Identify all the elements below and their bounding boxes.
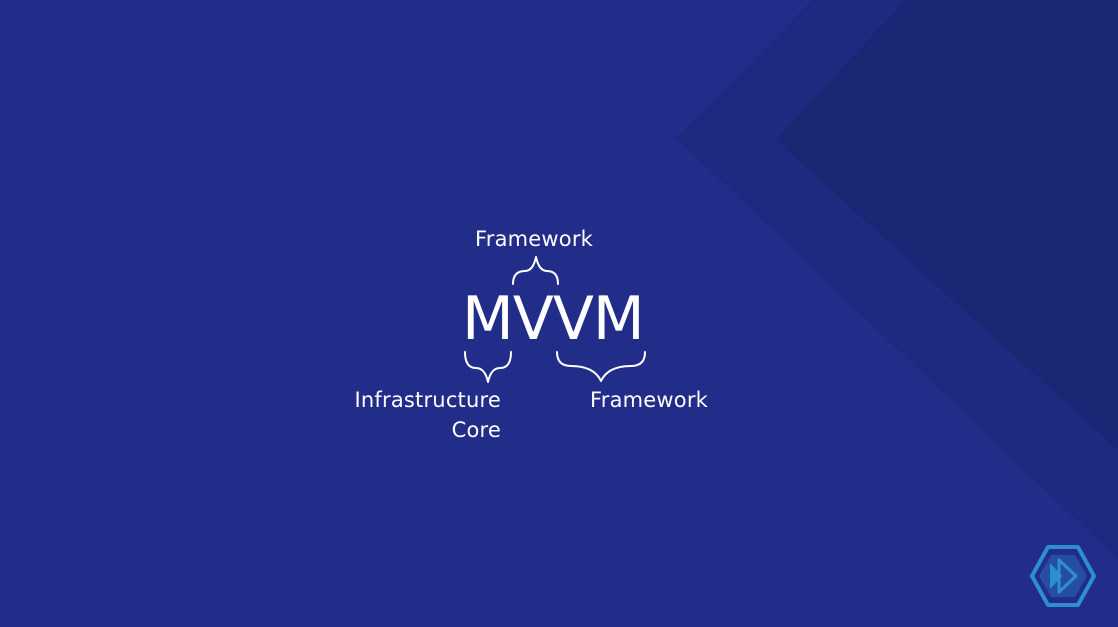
hexagon-play-icon <box>1030 545 1096 607</box>
acronym-title: MVVM <box>462 284 645 354</box>
bottom-left-label-line-2: Core <box>451 418 501 442</box>
bottom-left-label-line-1: Infrastructure <box>354 388 501 412</box>
top-annotation-label: Framework <box>475 227 594 251</box>
bottom-right-annotation-label: Framework <box>590 388 709 412</box>
bottom-left-annotation: Infrastructure Core <box>346 385 501 445</box>
